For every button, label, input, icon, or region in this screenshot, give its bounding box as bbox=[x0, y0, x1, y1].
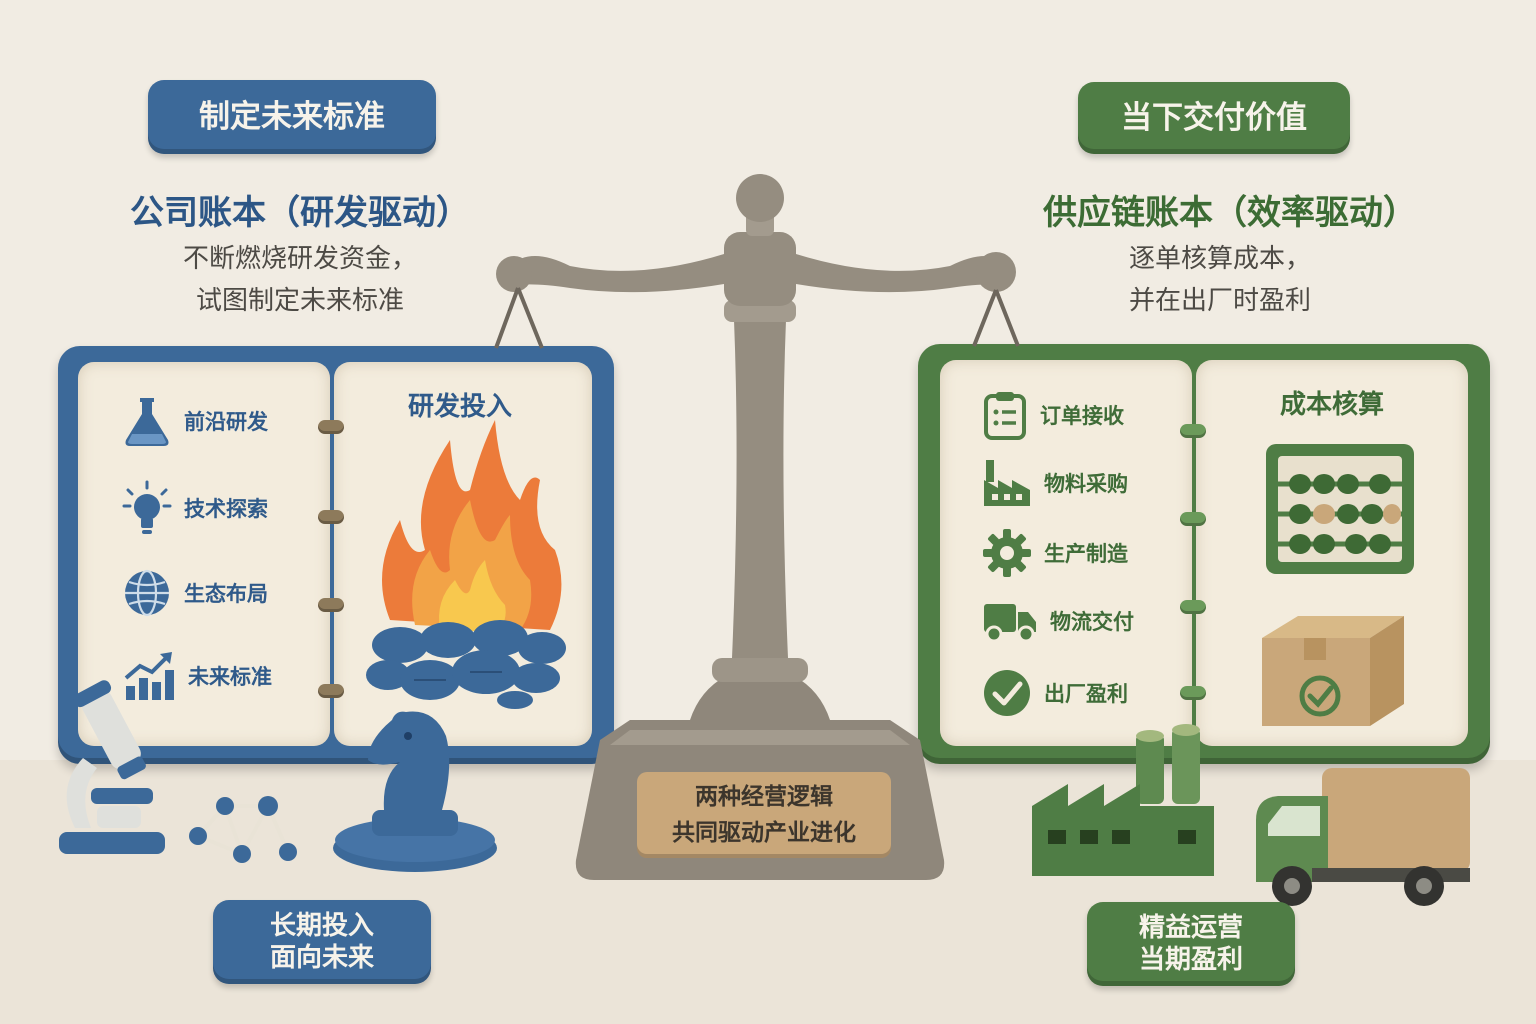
left-book-ring bbox=[318, 598, 344, 612]
right-item-label: 生产制造 bbox=[1044, 542, 1128, 566]
left-footer-line2: 面向未来 bbox=[269, 943, 374, 973]
left-book-ring bbox=[318, 510, 344, 524]
right-footer-line1: 精益运营 bbox=[1138, 912, 1243, 943]
chess-knight-icon bbox=[333, 711, 497, 872]
right-item-label: 订单接收 bbox=[1040, 404, 1124, 428]
check-circle-icon bbox=[984, 670, 1030, 716]
center-plaque-line1: 两种经营逻辑 bbox=[695, 784, 833, 810]
right-item-logistics: 物流交付 bbox=[982, 598, 1134, 644]
left-item-ecosystem: 生态布局 bbox=[122, 568, 268, 618]
left-item-label: 生态布局 bbox=[184, 582, 268, 606]
left-footer-badge: 长期投入 面向未来 bbox=[213, 900, 431, 984]
right-item-profit: 出厂盈利 bbox=[982, 668, 1128, 718]
left-item-research: 前沿研发 bbox=[122, 394, 268, 448]
right-book-ring bbox=[1180, 600, 1206, 614]
flask-icon bbox=[125, 398, 169, 446]
left-description: 不断燃烧研发资金， 试图制定未来标准 bbox=[110, 238, 490, 322]
right-item-production: 生产制造 bbox=[982, 528, 1128, 578]
globe-icon bbox=[125, 569, 169, 617]
right-book-ring bbox=[1180, 686, 1206, 700]
molecule-icon bbox=[189, 796, 297, 863]
left-item-standard: 未来标准 bbox=[122, 650, 272, 702]
left-item-label: 未来标准 bbox=[188, 665, 272, 689]
factory-icon bbox=[984, 460, 1030, 506]
right-item-label: 出厂盈利 bbox=[1044, 682, 1128, 706]
right-description: 逐单核算成本， 并在出厂时盈利 bbox=[1030, 238, 1410, 322]
fire-icon bbox=[366, 420, 566, 709]
abacus-icon bbox=[1266, 444, 1414, 574]
left-item-tech: 技术探索 bbox=[122, 480, 268, 536]
center-plaque-line2: 共同驱动产业进化 bbox=[672, 820, 856, 846]
left-book-ring bbox=[318, 684, 344, 698]
left-page-title: 研发投入 bbox=[407, 392, 512, 422]
microscope-icon bbox=[59, 680, 165, 854]
right-badge: 当下交付价值 bbox=[1078, 82, 1350, 154]
left-desc-line1: 不断燃烧研发资金， bbox=[182, 244, 417, 274]
right-item-label: 物流交付 bbox=[1050, 610, 1134, 634]
growth-chart-icon bbox=[124, 652, 174, 700]
right-book-left-page bbox=[940, 360, 1192, 746]
right-item-procurement: 物料采购 bbox=[982, 458, 1128, 508]
left-item-label: 前沿研发 bbox=[184, 410, 268, 434]
center-plaque: 两种经营逻辑 共同驱动产业进化 bbox=[637, 772, 891, 858]
left-item-label: 技术探索 bbox=[184, 497, 268, 521]
right-item-order: 订单接收 bbox=[982, 390, 1124, 440]
right-desc-line1: 逐单核算成本， bbox=[1128, 244, 1311, 274]
right-desc-line2: 并在出厂时盈利 bbox=[1128, 286, 1311, 316]
truck-icon bbox=[984, 604, 1036, 643]
clipboard-icon bbox=[984, 392, 1026, 440]
right-footer-line2: 当期盈利 bbox=[1138, 945, 1243, 975]
delivery-truck-icon bbox=[1256, 768, 1470, 906]
left-book-left-page bbox=[78, 362, 330, 746]
lightbulb-icon bbox=[122, 480, 172, 534]
left-badge-label: 制定未来标准 bbox=[199, 98, 385, 135]
right-title: 供应链账本（效率驱动） bbox=[1043, 193, 1417, 233]
left-footer-line1: 长期投入 bbox=[269, 910, 374, 941]
gear-icon bbox=[983, 529, 1031, 577]
left-desc-line2: 试图制定未来标准 bbox=[195, 286, 404, 316]
left-badge: 制定未来标准 bbox=[148, 80, 436, 154]
box-check-icon bbox=[1262, 616, 1404, 726]
right-item-label: 物料采购 bbox=[1044, 472, 1128, 496]
right-book-ring bbox=[1180, 424, 1206, 438]
left-book-ring bbox=[318, 420, 344, 434]
right-page-title: 成本核算 bbox=[1279, 390, 1384, 420]
left-title: 公司账本（研发驱动） bbox=[130, 193, 470, 233]
right-footer-badge: 精益运营 当期盈利 bbox=[1087, 902, 1295, 986]
right-badge-label: 当下交付价值 bbox=[1121, 99, 1307, 136]
right-book-ring bbox=[1180, 512, 1206, 526]
factory-model-icon bbox=[1032, 724, 1214, 876]
